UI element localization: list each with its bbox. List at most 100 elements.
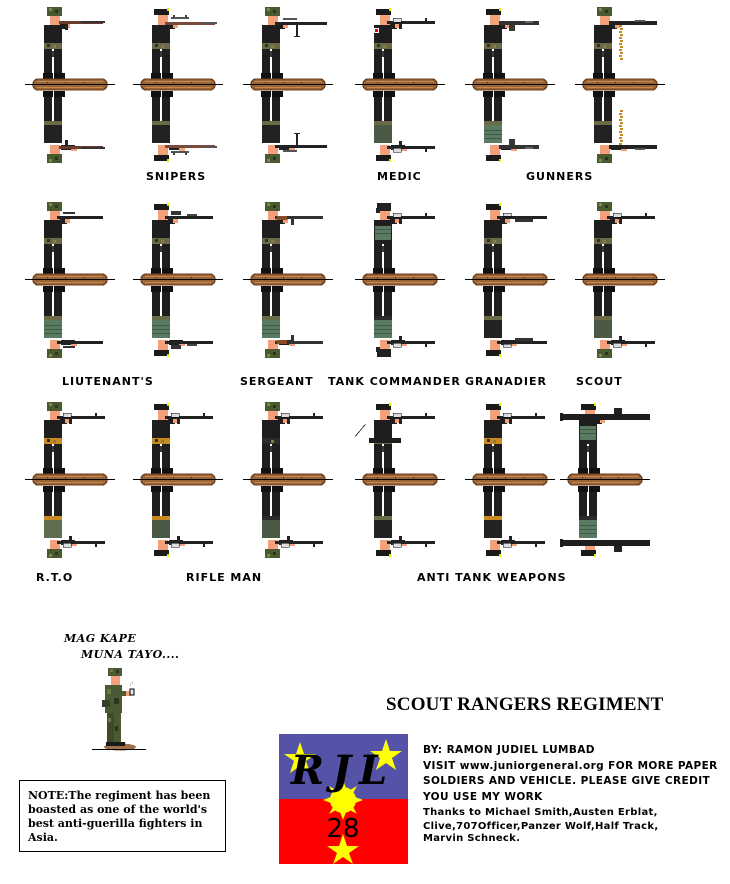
- soldier-icon: [133, 403, 223, 557]
- credits-visit: VISIT www.juniorgeneral.org FOR MORE PAP…: [423, 759, 718, 772]
- standing-figure: [483, 203, 547, 274]
- soldier-figure-anti-tank-1: [355, 400, 445, 560]
- soldier-icon: [560, 403, 650, 557]
- unit-label: SERGEANT: [240, 375, 314, 388]
- soldier-figure-anti-tank-2: [465, 400, 555, 560]
- wooden-base-icon: [465, 273, 555, 286]
- standing-figure: [373, 203, 435, 274]
- note-line: boasted as one of the world's: [28, 803, 208, 816]
- credits-author: BY: RAMON JUDIEL LUMBAD: [423, 744, 595, 756]
- note-line: NOTE:The regiment has been: [28, 789, 211, 802]
- soldier-figure-rto: [25, 400, 115, 560]
- soldier-icon: [465, 8, 555, 162]
- unit-label: SNIPERS: [146, 170, 207, 183]
- coffee-soldier-icon: [92, 668, 146, 751]
- prone-figure: [373, 91, 435, 162]
- standing-figure: [560, 403, 650, 474]
- svg-text:RJL: RJL: [290, 747, 395, 794]
- prone-figure: [593, 286, 655, 358]
- prone-figure: [373, 486, 435, 557]
- star-icon: [327, 834, 359, 864]
- standing-figure: [43, 202, 103, 274]
- standing-figure: [151, 403, 213, 474]
- soldier-figure-anti-tank-3: [560, 400, 650, 560]
- soldier-figure-gunner-2: [575, 5, 665, 165]
- sun-icon: [323, 780, 363, 820]
- standing-figure: [593, 7, 657, 79]
- unit-label: GUNNERS: [526, 170, 594, 183]
- credits-request: SOLDIERS AND VEHICLE. PLEASE GIVE CREDIT: [423, 775, 711, 787]
- wooden-base-icon: [355, 78, 445, 91]
- note-line: Asia.: [28, 831, 58, 844]
- unit-label: R.T.O: [36, 571, 74, 584]
- credits-request-cont: YOU USE MY WORK: [423, 790, 543, 803]
- prone-figure: [483, 286, 547, 357]
- soldier-figure-sniper-2: [133, 5, 223, 165]
- soldier-figure-granadier: [465, 200, 555, 360]
- soldier-figure-gunner-1: [465, 5, 555, 165]
- unit-label: MEDIC: [377, 170, 422, 183]
- wooden-base-icon: [465, 78, 555, 91]
- soldier-figure-rifleman-2: [243, 400, 333, 560]
- quote-line-2: MUNA TAYO....: [81, 648, 180, 661]
- prone-figure: [151, 91, 217, 162]
- star-icon: [284, 742, 316, 773]
- prone-figure: [560, 486, 650, 557]
- unit-label: RIFLE MAN: [186, 571, 263, 584]
- flag-emblem-icon: RJL 28: [279, 734, 408, 864]
- wooden-base-icon: [133, 473, 223, 486]
- thanks-line: Thanks to Michael Smith,Austen Erblat,: [423, 807, 658, 818]
- prone-figure: [261, 286, 323, 358]
- note-line: best anti-guerilla fighters in: [28, 817, 203, 830]
- soldier-icon: [355, 8, 445, 162]
- standing-figure: [151, 203, 213, 274]
- soldier-figure-sniper-1: [25, 5, 115, 165]
- soldier-icon: [355, 403, 445, 557]
- prone-figure: [373, 286, 435, 357]
- soldier-figure-scout: [575, 200, 665, 360]
- note-box: NOTE:The regiment has been boasted as on…: [19, 780, 226, 852]
- wooden-base-icon: [243, 273, 333, 286]
- wooden-base-icon: [133, 78, 223, 91]
- soldier-icon: [243, 202, 333, 358]
- standing-figure: [43, 402, 105, 474]
- unit-label: TANK COMMANDER: [328, 375, 461, 388]
- soldier-icon: [25, 402, 115, 558]
- soldier-icon: [355, 203, 445, 357]
- wooden-base-icon: [25, 78, 115, 91]
- wooden-base-icon: [355, 473, 445, 486]
- prone-figure: [261, 91, 327, 163]
- wooden-base-icon: [355, 273, 445, 286]
- soldier-figure-lieutenant-2: [133, 200, 223, 360]
- soldier-figure-lieutenant-1: [25, 200, 115, 360]
- prone-figure: [593, 91, 657, 163]
- standing-figure: [373, 8, 435, 79]
- prone-figure: [43, 286, 103, 358]
- soldier-icon: [243, 7, 333, 163]
- prone-figure: [483, 91, 539, 162]
- soldier-icon: [575, 202, 665, 358]
- prone-figure: [151, 286, 213, 357]
- prone-figure: [43, 486, 105, 558]
- wooden-base-icon: [133, 273, 223, 286]
- svg-text:28: 28: [326, 814, 359, 844]
- soldier-icon: [25, 202, 115, 358]
- standing-figure: [151, 8, 217, 79]
- soldier-icon: [465, 203, 555, 357]
- prone-figure: [43, 91, 105, 163]
- thanks-line: Clive,707Officer,Panzer Wolf,Half Track,: [423, 820, 659, 832]
- credits-block: BY: RAMON JUDIEL LUMBAD VISIT www.junior…: [423, 743, 718, 844]
- wooden-base-icon: [25, 473, 115, 486]
- unit-label: ANTI TANK WEAPONS: [417, 571, 567, 584]
- soldier-figure-rifleman-1: [133, 400, 223, 560]
- standing-figure: [43, 7, 105, 79]
- standing-figure: [261, 7, 327, 79]
- standing-figure: [483, 8, 539, 79]
- prone-figure: [151, 486, 213, 557]
- standing-figure: [483, 403, 545, 474]
- wooden-base-icon: [465, 473, 555, 486]
- wooden-base-icon: [243, 473, 333, 486]
- quote-line-1: MAG KAPE: [64, 632, 137, 645]
- unit-label: LIUTENANT'S: [62, 375, 154, 388]
- soldier-figure-sergeant: [243, 200, 333, 360]
